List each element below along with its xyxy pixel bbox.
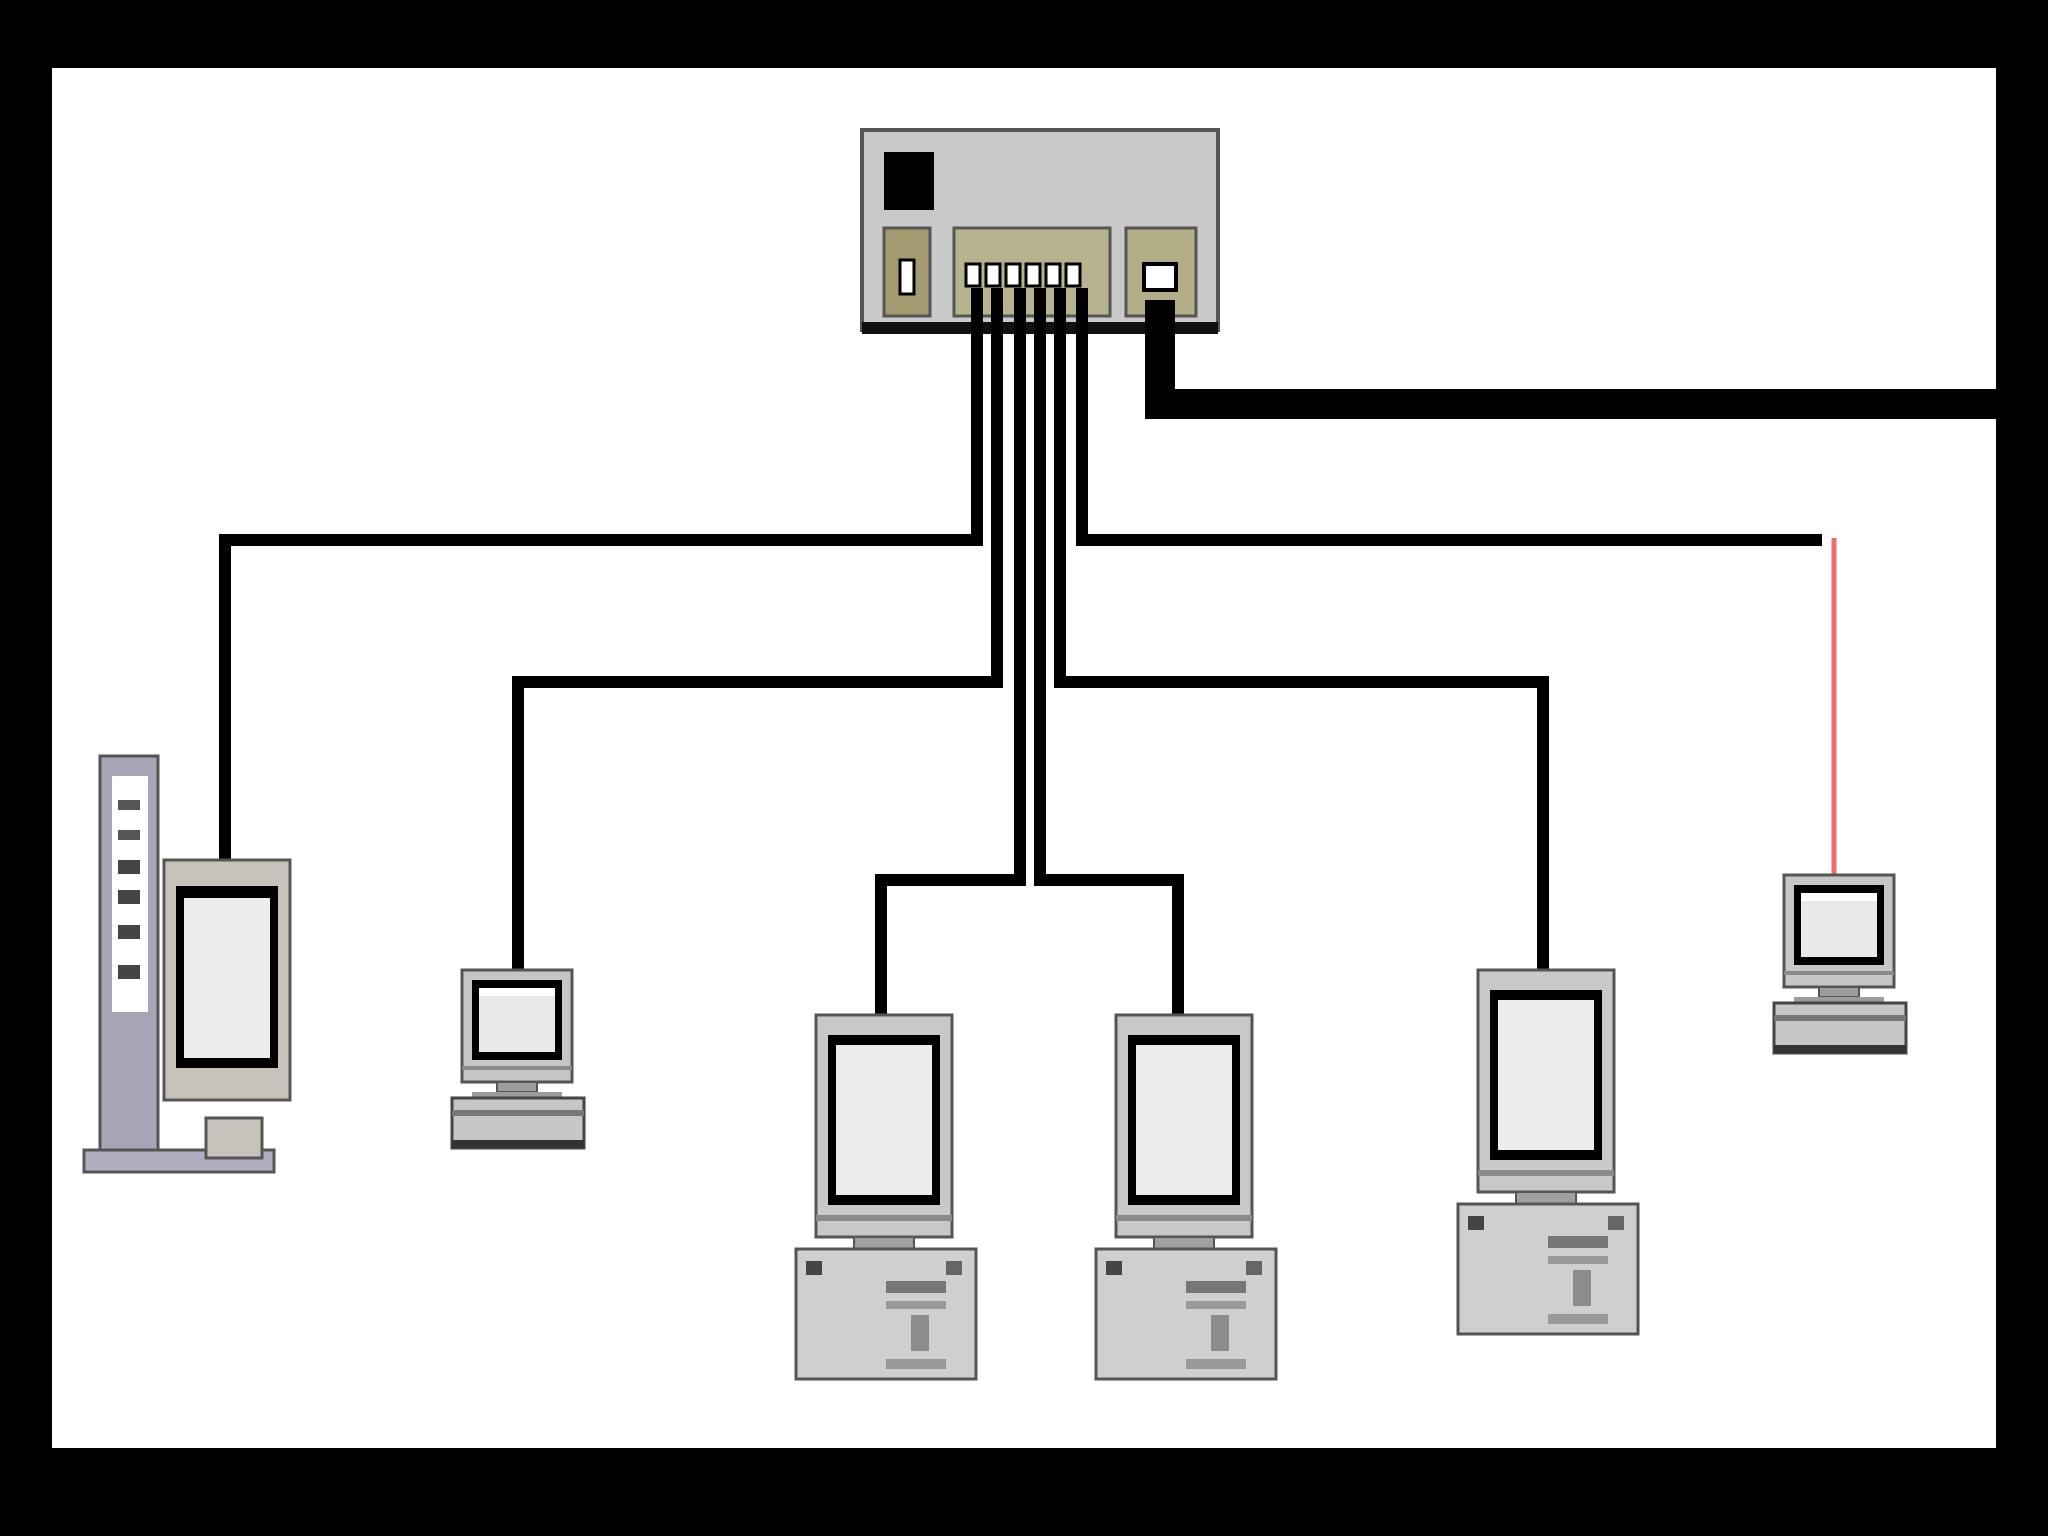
workstation-4-icon: [1456, 968, 1640, 1336]
cable-workstation-5: [1076, 288, 1822, 546]
workstation-3-icon: [1094, 1013, 1278, 1381]
network-hub-icon: [860, 128, 1220, 334]
uplink-cable: [1145, 300, 1996, 419]
cable-workstation-4: [1054, 288, 1549, 970]
hub-port-row: [964, 262, 1082, 288]
cable-workstation-3: [1034, 288, 1184, 1020]
server-tower-icon: [82, 754, 292, 1174]
cable-workstation-1: [512, 288, 1003, 975]
cable-workstation-2: [875, 288, 1026, 1020]
workstation-5-icon: [1772, 873, 1908, 1055]
workstation-2-icon: [794, 1013, 978, 1381]
cable-server: [219, 288, 983, 870]
workstation-1-icon: [450, 968, 586, 1150]
